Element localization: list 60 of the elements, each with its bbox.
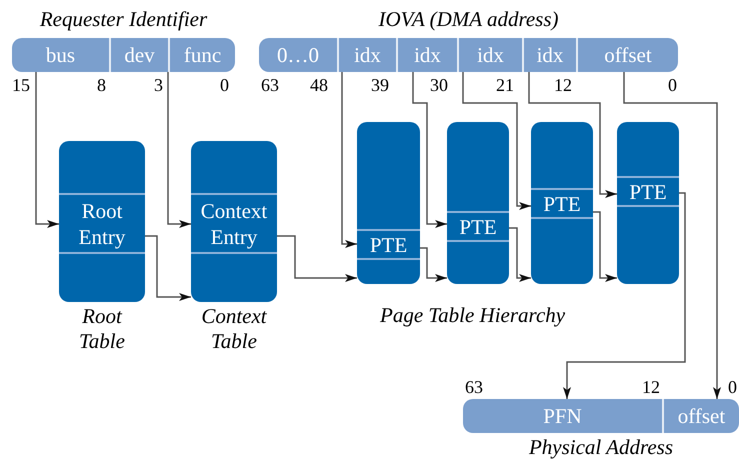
- bit-number: 0: [220, 75, 229, 95]
- field-label: Root Entry: [78, 198, 126, 250]
- field-label: offset: [678, 406, 726, 426]
- bit-number: 0: [668, 75, 677, 95]
- register-name: Requester Identifier: [40, 7, 208, 32]
- arrow: [145, 235, 191, 301]
- table-box: [617, 122, 679, 284]
- table-name: Root Table: [78, 304, 126, 354]
- field-label: PTE: [370, 232, 408, 258]
- table-name: Context Table: [200, 304, 268, 354]
- field-label: dev: [124, 44, 155, 66]
- field-label: idx: [477, 44, 504, 66]
- arrow: [277, 235, 357, 282]
- table-entry: [617, 176, 679, 207]
- field-label: idx: [414, 44, 441, 66]
- table-entry: [447, 211, 509, 242]
- field-label: PTE: [459, 214, 497, 240]
- table-box: [447, 122, 509, 284]
- arrow: [623, 72, 721, 399]
- bit-number: 63: [261, 75, 279, 95]
- bit-number: 3: [154, 75, 163, 95]
- arrow: [35, 72, 59, 228]
- field-label: idx: [354, 44, 381, 66]
- arrow: [528, 72, 617, 198]
- field-label: bus: [46, 44, 76, 66]
- bit-number: 15: [12, 75, 30, 95]
- register-name: IOVA (DMA address): [378, 7, 559, 32]
- field-label: Context Entry: [200, 198, 268, 250]
- bit-number: 48: [310, 75, 328, 95]
- bit-number: 0: [728, 377, 737, 397]
- arrow: [412, 72, 447, 228]
- bit-number: 12: [554, 75, 572, 95]
- arrow: [563, 192, 686, 399]
- table-entry: [357, 229, 420, 260]
- table-entry: [59, 193, 145, 254]
- arrow: [420, 247, 447, 282]
- field-label: offset: [604, 44, 652, 66]
- field-label: 0…0: [277, 44, 319, 66]
- field-label: PTE: [543, 190, 581, 216]
- field-label: PTE: [629, 178, 667, 204]
- bit-number: 30: [430, 75, 448, 95]
- bit-number: 21: [496, 75, 514, 95]
- table-box: [531, 122, 593, 284]
- arrow: [462, 72, 531, 210]
- arrow: [509, 227, 531, 282]
- field-label: func: [184, 44, 222, 66]
- arrow: [341, 72, 357, 248]
- register-name: Physical Address: [528, 435, 674, 460]
- bit-number: 63: [465, 377, 483, 397]
- arrow: [593, 211, 617, 282]
- bit-number: 8: [97, 75, 106, 95]
- bit-number: 39: [371, 75, 389, 95]
- field-label: PFN: [543, 406, 582, 426]
- table-box: [357, 122, 420, 284]
- field-label: idx: [536, 44, 564, 66]
- bit-number: 12: [642, 377, 660, 397]
- arrow: [167, 72, 191, 228]
- table-entry: [531, 188, 593, 219]
- caption: Page Table Hierarchy: [380, 303, 566, 328]
- table-entry: [191, 193, 277, 254]
